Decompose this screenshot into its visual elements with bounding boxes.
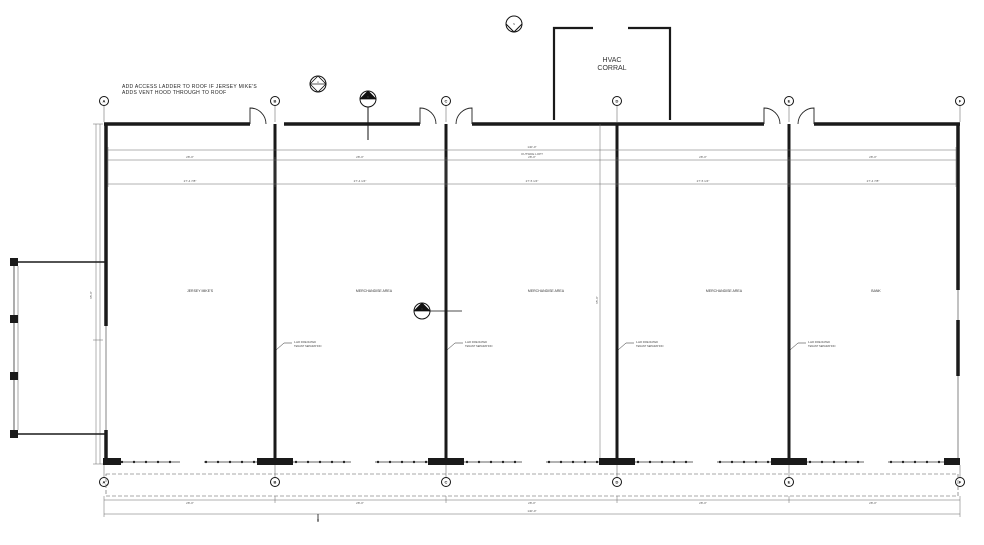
dim-bay-top-2: 28'-0" — [356, 155, 364, 159]
svg-text:B: B — [274, 480, 277, 485]
svg-text:D: D — [616, 480, 619, 485]
section-marker-b-icon: B — [359, 90, 377, 140]
grid-bubble-top-c: C — [441, 96, 451, 106]
dim-bay-inner-5: 27'-4 7/8" — [867, 179, 880, 183]
dim-bay-inner-1: 27'-4 7/8" — [184, 179, 197, 183]
dim-bay-top-5: 28'-0" — [869, 155, 877, 159]
svg-text:B: B — [367, 95, 369, 99]
dim-bay-bottom-2: 28'-0" — [356, 501, 364, 505]
room-label-4: MERCHANDISE AREA — [706, 289, 743, 293]
left-dimensions — [93, 123, 103, 465]
hvac-corral: HVAC CORRAL — [552, 26, 672, 120]
svg-text:TENANT SEPARATION: TENANT SEPARATION — [808, 344, 836, 348]
room-label-2: MERCHANDISE AREA — [356, 289, 393, 293]
patio-structure — [10, 258, 106, 438]
grid-bubbles-bottom: A B C D E F — [99, 477, 965, 487]
svg-text:F: F — [959, 99, 962, 104]
svg-text:A: A — [103, 99, 106, 104]
bottom-dimensions — [103, 496, 961, 517]
svg-text:F: F — [959, 480, 962, 485]
grid-center-lines — [103, 106, 961, 477]
storefront — [103, 458, 960, 465]
dim-depth-left: 65'-0" — [89, 291, 93, 299]
demising-walls — [273, 124, 791, 462]
svg-text:1-HR FIRE RATED: 1-HR FIRE RATED — [294, 340, 316, 344]
wall-tag-1: 1-HR FIRE RATED TENANT SEPARATION — [275, 340, 322, 351]
dim-bay-bottom-4: 28'-0" — [699, 501, 707, 505]
roof-note-line1: ADD ACCESS LADDER TO ROOF IF JERSEY MIKE… — [122, 84, 257, 90]
svg-text:E: E — [788, 99, 791, 104]
svg-text:D: D — [317, 518, 319, 522]
rear-wall — [104, 107, 960, 126]
dim-bay-bottom-1: 28'-0" — [186, 501, 194, 505]
grid-bubble-bottom-f: F — [955, 477, 965, 487]
svg-text:A: A — [317, 80, 319, 84]
dim-overall-top: 140'-0" — [527, 145, 536, 149]
grid-bubble-top-f: F — [955, 96, 965, 106]
grid-bubble-top-b: B — [270, 96, 280, 106]
svg-text:C: C — [421, 307, 423, 311]
dim-bay-bottom-3: 28'-0" — [528, 501, 536, 505]
svg-text:C: C — [445, 480, 448, 485]
grid-bubbles-top: A B C D E F — [99, 96, 965, 106]
dim-bay-top-4: 28'-0" — [699, 155, 707, 159]
dim-bay-bottom-5: 28'-0" — [869, 501, 877, 505]
section-marker-d-icon: D — [317, 514, 319, 522]
grid-bubble-bottom-c: C — [441, 477, 451, 487]
grid-bubble-top-d: D — [612, 96, 622, 106]
grid-bubble-top-e: E — [784, 96, 794, 106]
svg-text:1-HR FIRE RATED: 1-HR FIRE RATED — [636, 340, 658, 344]
grid-bubble-top-a: A — [99, 96, 109, 106]
section-marker-a-icon: A — [309, 75, 327, 93]
dimension-strings — [107, 124, 957, 464]
svg-text:TENANT SEPARATION: TENANT SEPARATION — [294, 344, 322, 348]
dim-bay-inner-2: 27'-4 1/4" — [354, 179, 367, 183]
svg-text:1-HR FIRE RATED: 1-HR FIRE RATED — [808, 340, 830, 344]
roof-note-line2: ADDS VENT HOOD THROUGH TO ROOF — [122, 90, 226, 96]
room-label-5: BANK — [871, 289, 881, 293]
grid-bubble-bottom-a: A — [99, 477, 109, 487]
svg-text:C: C — [445, 99, 448, 104]
svg-text:TENANT SEPARATION: TENANT SEPARATION — [465, 344, 493, 348]
room-label-1: JERSEY MIKE'S — [187, 289, 214, 293]
room-label-3: MERCHANDISE AREA — [528, 289, 565, 293]
dim-depth-mid: 65'-0" — [595, 296, 599, 304]
wall-tag-4: 1-HR FIRE RATED TENANT SEPARATION — [789, 340, 836, 351]
dim-bay-inner-4: 27'-5 1/4" — [697, 179, 710, 183]
hvac-label-line2: CORRAL — [597, 65, 626, 72]
storefront-mullions — [120, 460, 941, 464]
svg-text:N: N — [513, 22, 515, 26]
svg-text:TENANT SEPARATION: TENANT SEPARATION — [636, 344, 664, 348]
section-marker-c-icon: C — [413, 302, 462, 320]
svg-text:E: E — [788, 480, 791, 485]
grid-bubble-bottom-e: E — [784, 477, 794, 487]
dim-overall-top-sub: OUTSIDE LOPT — [521, 152, 543, 156]
grid-bubble-bottom-b: B — [270, 477, 280, 487]
grid-bubble-bottom-d: D — [612, 477, 622, 487]
hvac-label-line1: HVAC — [603, 57, 622, 64]
svg-text:A: A — [103, 480, 106, 485]
dim-overall-bottom: 140'-0" — [527, 509, 536, 513]
svg-text:D: D — [616, 99, 619, 104]
wall-tag-3: 1-HR FIRE RATED TENANT SEPARATION — [617, 340, 664, 351]
dim-bay-top-1: 28'-0" — [186, 155, 194, 159]
wall-tag-2: 1-HR FIRE RATED TENANT SEPARATION — [446, 340, 493, 351]
dim-bay-inner-3: 27'-5 1/4" — [526, 179, 539, 183]
svg-text:1-HR FIRE RATED: 1-HR FIRE RATED — [465, 340, 487, 344]
dim-bay-top-3: 28'-0" — [528, 155, 536, 159]
north-arrow-icon: N — [505, 15, 523, 33]
canopy-outline — [105, 473, 959, 497]
svg-text:B: B — [274, 99, 277, 104]
